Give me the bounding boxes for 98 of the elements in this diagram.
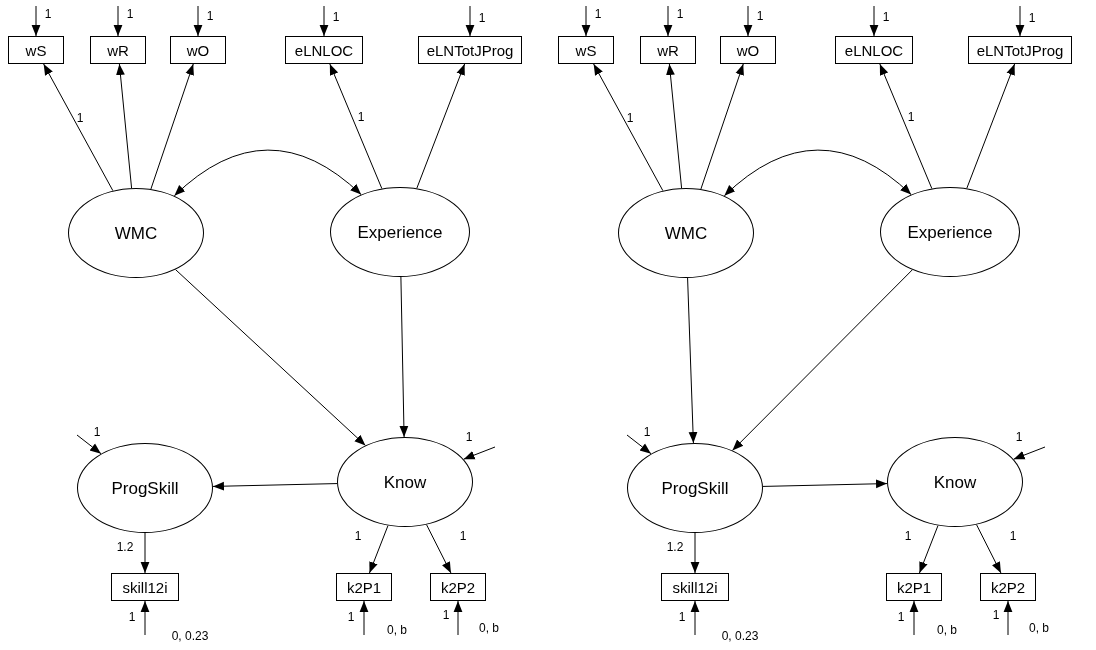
path-arrow — [113, 5, 123, 37]
path-arrow — [465, 5, 475, 37]
path-arrow — [687, 277, 698, 444]
edge-label: 1 — [442, 609, 450, 621]
variance-label: 0, b — [479, 622, 499, 634]
edge-label: 1 — [756, 10, 764, 22]
edge-label: 1 — [332, 11, 340, 23]
path-arrow — [731, 269, 913, 451]
observed-variable-box: wS — [558, 36, 614, 64]
path-arrow — [743, 5, 753, 37]
path-arrow — [690, 600, 700, 636]
path-arrow — [723, 149, 912, 197]
path-arrow — [918, 525, 939, 574]
edge-label: 1 — [992, 609, 1000, 621]
edge-label: 1 — [907, 111, 915, 123]
path-arrow — [581, 5, 591, 37]
path-arrow — [966, 63, 1016, 189]
path-arrow — [193, 5, 203, 37]
path-arrow — [212, 481, 338, 491]
observed-variable-box: k2P1 — [886, 573, 942, 601]
path-arrow — [359, 600, 369, 636]
observed-variable-box: wO — [170, 36, 226, 64]
path-arrow — [116, 63, 133, 189]
path-arrow — [909, 600, 919, 636]
path-arrow — [762, 479, 888, 489]
path-arrow — [593, 63, 664, 192]
edge-label: 1 — [357, 111, 365, 123]
path-arrow — [1015, 5, 1025, 37]
edge-label: 1 — [594, 8, 602, 20]
edge-label: 1 — [626, 112, 634, 124]
path-arrow — [368, 525, 389, 574]
path-arrow — [666, 63, 683, 189]
path-arrow — [319, 5, 329, 37]
path-arrow — [1003, 600, 1013, 636]
observed-variable-box: eLNTotJProg — [968, 36, 1072, 64]
latent-variable-ellipse: Experience — [330, 187, 470, 277]
observed-variable-box: eLNTotJProg — [418, 36, 522, 64]
path-arrow — [399, 276, 409, 438]
path-arrow — [416, 63, 466, 189]
latent-variable-ellipse: ProgSkill — [627, 443, 763, 533]
path-arrow — [463, 446, 496, 460]
path-arrow — [76, 434, 102, 455]
observed-variable-box: eLNLOC — [835, 36, 913, 64]
path-arrow — [626, 434, 652, 455]
edge-label: 1 — [676, 8, 684, 20]
path-arrow — [1013, 446, 1046, 460]
edge-label: 1 — [897, 611, 905, 623]
edge-label: 1 — [126, 8, 134, 20]
path-arrow — [976, 524, 1002, 574]
path-arrow — [426, 524, 452, 574]
variance-label: 0, b — [387, 624, 407, 636]
edge-label: 1 — [882, 11, 890, 23]
edge-label: 1 — [354, 530, 362, 542]
path-arrow — [150, 63, 194, 190]
observed-variable-box: wS — [8, 36, 64, 64]
edge-label: 1.2 — [666, 541, 684, 553]
observed-variable-box: skill12i — [111, 573, 179, 601]
edge-label: 1 — [1028, 12, 1036, 24]
latent-variable-ellipse: WMC — [618, 188, 754, 278]
variance-label: 0, 0.23 — [721, 630, 759, 642]
variance-label: 0, b — [937, 624, 957, 636]
observed-variable-box: k2P2 — [430, 573, 486, 601]
path-arrow — [690, 532, 700, 574]
path-arrow — [173, 149, 362, 197]
path-arrow — [43, 63, 114, 192]
edge-label: 1 — [44, 8, 52, 20]
variance-label: 0, 0.23 — [171, 630, 209, 642]
variance-label: 0, b — [1029, 622, 1049, 634]
path-arrow — [663, 5, 673, 37]
path-arrow — [140, 600, 150, 636]
latent-variable-ellipse: WMC — [68, 188, 204, 278]
observed-variable-box: k2P1 — [336, 573, 392, 601]
edge-label: 1.2 — [116, 541, 134, 553]
latent-variable-ellipse: ProgSkill — [77, 443, 213, 533]
edge-label: 1 — [678, 611, 686, 623]
path-arrow — [140, 532, 150, 574]
edge-label: 1 — [128, 611, 136, 623]
edge-label: 1 — [76, 112, 84, 124]
edge-label: 1 — [643, 426, 651, 438]
path-arrow — [31, 5, 41, 37]
observed-variable-box: k2P2 — [980, 573, 1036, 601]
observed-variable-box: wR — [640, 36, 696, 64]
observed-variable-box: skill12i — [661, 573, 729, 601]
edge-label: 1 — [1009, 530, 1017, 542]
edge-label: 1 — [206, 10, 214, 22]
edge-label: 1 — [904, 530, 912, 542]
path-arrow — [869, 5, 879, 37]
path-arrow — [700, 63, 744, 190]
edge-label: 1 — [347, 611, 355, 623]
edge-label: 1 — [459, 530, 467, 542]
observed-variable-box: eLNLOC — [285, 36, 363, 64]
latent-variable-ellipse: Experience — [880, 187, 1020, 277]
edge-label: 1 — [93, 426, 101, 438]
observed-variable-box: wO — [720, 36, 776, 64]
observed-variable-box: wR — [90, 36, 146, 64]
edge-label: 1 — [478, 12, 486, 24]
path-arrow — [175, 269, 366, 446]
path-arrow — [453, 600, 463, 636]
